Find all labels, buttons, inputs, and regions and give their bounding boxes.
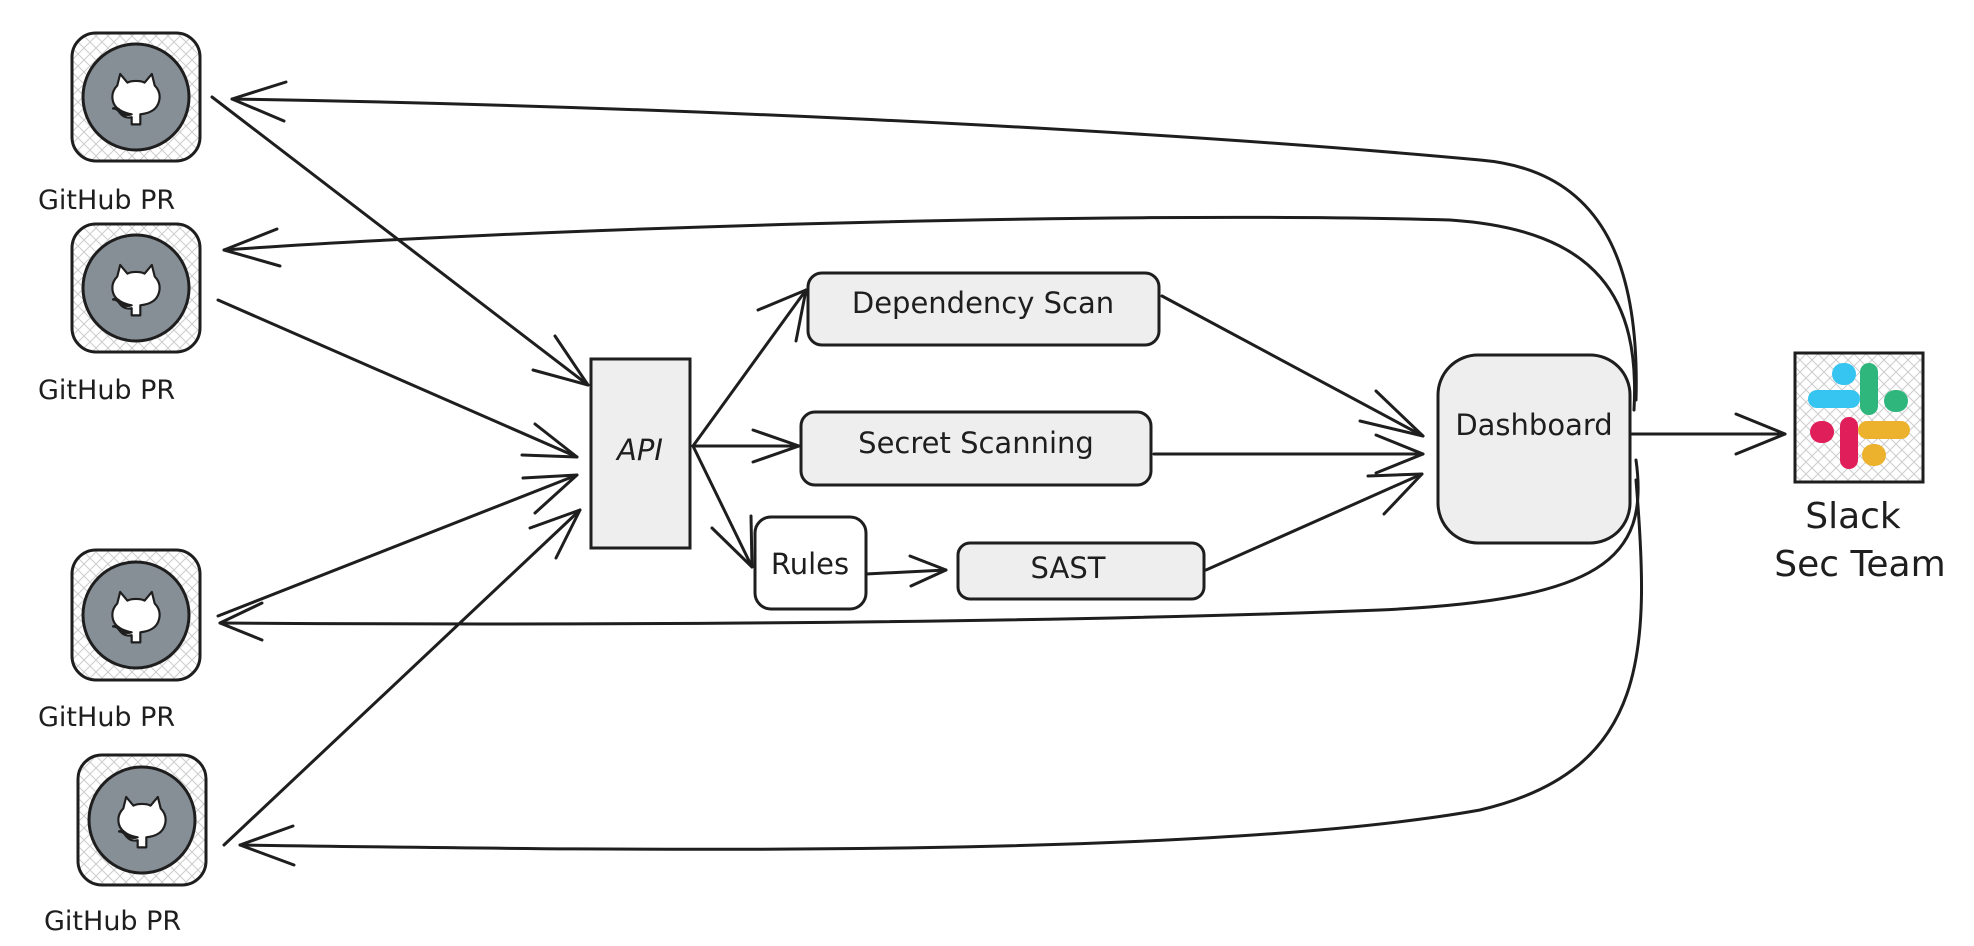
edge-dependency-scan-dashboard [1160,294,1425,438]
github-pr-node-4: GitHub PR [44,753,208,937]
dashboard-node: Dashboard [1436,353,1632,545]
edge-dashboard-github4 [238,478,1644,867]
rules-node: Rules [753,515,868,611]
slack-label-line1: Slack [1805,496,1901,537]
edge-rules-sast [864,554,948,588]
edge-dashboard-github3 [218,458,1640,642]
dependency-scan-node: Dependency Scan [806,271,1161,347]
edge-github1-api [210,95,590,387]
edge-dashboard-slack [1630,412,1787,456]
secret-scanning-node: Secret Scanning [799,410,1153,487]
edge-github2-api [216,298,579,459]
api-box [589,357,692,550]
edge-github4-api [222,508,582,847]
github-pr-label: GitHub PR [38,185,175,216]
secret-scanning-label: Secret Scanning [858,426,1094,460]
github-pr-node-3: GitHub PR [38,548,202,733]
rules-label: Rules [771,547,849,581]
api-label: API [615,433,663,467]
slack-icon-frame [1793,351,1925,484]
sast-label: SAST [1031,551,1106,585]
edge-api-rules [691,444,754,569]
api-node: API [589,357,692,550]
sast-box [956,541,1206,601]
dependency-scan-label: Dependency Scan [852,286,1114,320]
github-pr-label: GitHub PR [38,702,175,733]
edge-secret-scanning-dashboard [1152,433,1425,475]
slack-icon [1808,363,1910,469]
edge-dashboard-github1 [230,80,1638,402]
edge-github3-api [216,473,579,618]
github-pr-label: GitHub PR [44,906,181,937]
dependency-scan-box [806,271,1161,347]
dashboard-box [1436,353,1632,545]
github-pr-node-2: GitHub PR [38,222,202,406]
slack-node: Slack Sec Team [1774,351,1946,585]
edge-dashboard-github2 [222,215,1637,412]
edge-api-dependency-scan [691,288,808,448]
rules-box [753,515,868,611]
edge-api-secret-scanning [691,428,801,464]
sast-node: SAST [956,541,1206,601]
dashboard-label: Dashboard [1455,408,1612,442]
edge-sast-dashboard [1204,472,1424,572]
secret-scanning-box [799,410,1153,487]
github-pr-label: GitHub PR [38,375,175,406]
slack-label-line2: Sec Team [1774,544,1945,585]
github-pr-node-1: GitHub PR [38,31,202,216]
